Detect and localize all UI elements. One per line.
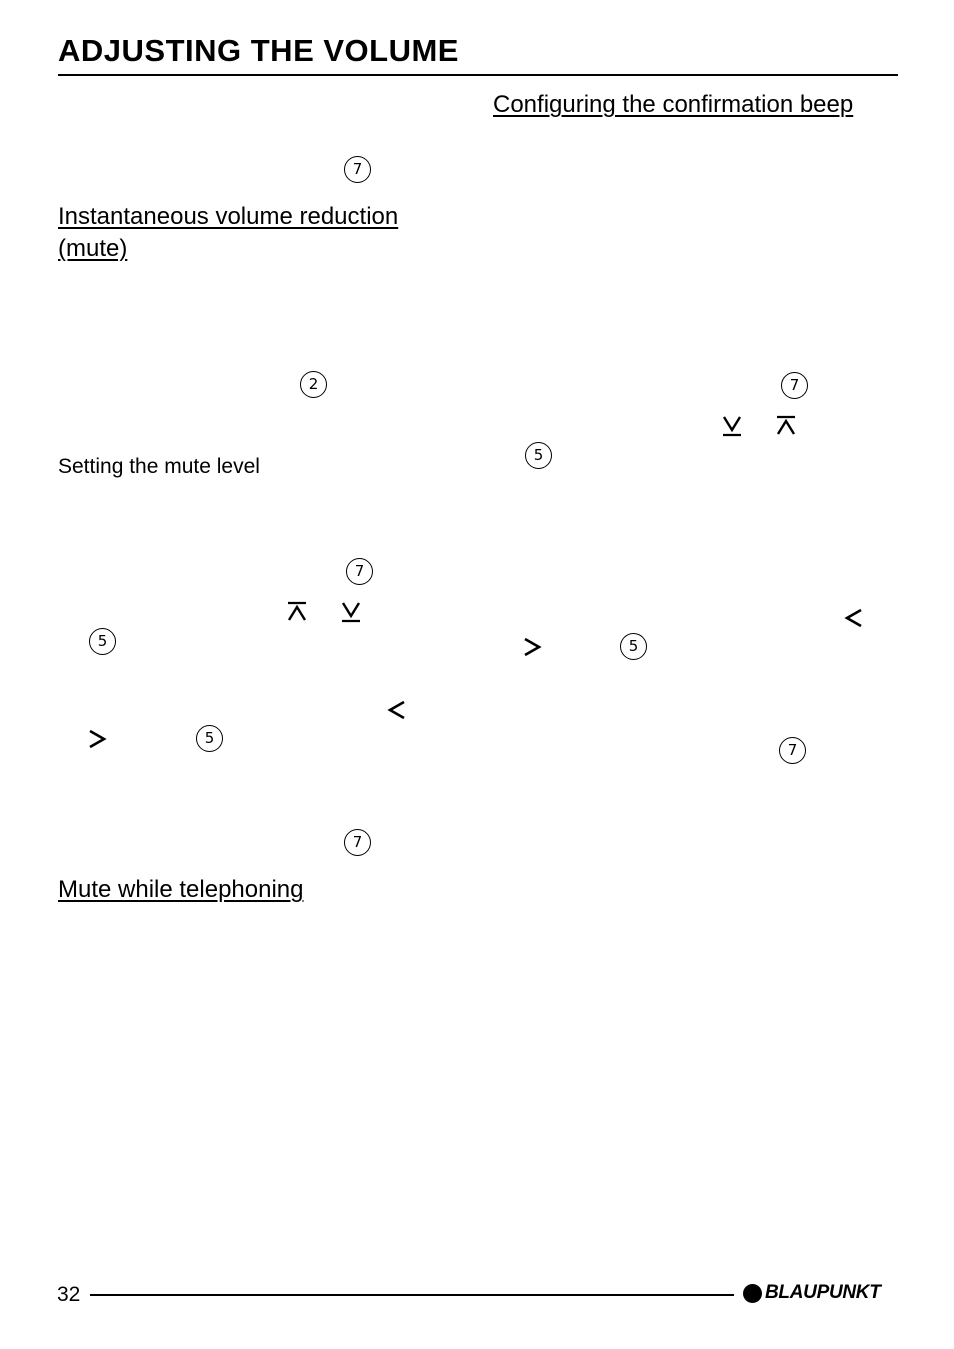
subheading-setting-mute-level: Setting the mute level	[58, 455, 260, 478]
brand-logo: BLAUPUNKT	[743, 1282, 881, 1306]
brand-name: BLAUPUNKT	[765, 1282, 881, 1303]
button-ref-7: 7	[781, 372, 808, 399]
button-ref-5: 5	[89, 628, 116, 655]
arrow-left-icon	[386, 699, 408, 721]
arrow-down-icon	[721, 415, 743, 437]
button-ref-5: 5	[620, 633, 647, 660]
page-title: ADJUSTING THE VOLUME	[58, 33, 459, 68]
heading-configuring-confirmation-beep: Configuring the confirmation beep	[493, 91, 854, 118]
button-ref-2: 2	[300, 371, 327, 398]
arrow-up-icon	[286, 601, 308, 623]
title-divider	[58, 74, 898, 76]
logo-dot-icon	[743, 1283, 762, 1303]
arrow-down-icon	[340, 601, 362, 623]
arrow-up-icon	[775, 415, 797, 437]
arrow-left-icon	[843, 607, 865, 629]
footer-divider	[90, 1294, 734, 1296]
button-ref-7: 7	[344, 829, 371, 856]
arrow-right-icon	[86, 728, 108, 750]
button-ref-7: 7	[346, 558, 373, 585]
page-number: 32	[57, 1283, 81, 1306]
button-ref-7: 7	[344, 156, 371, 183]
button-ref-7: 7	[779, 737, 806, 764]
button-ref-5: 5	[196, 725, 223, 752]
heading-instantaneous-volume-reduction: Instantaneous volume reduction (mute)	[58, 203, 399, 262]
button-ref-5: 5	[525, 442, 552, 469]
heading-mute-while-telephoning: Mute while telephoning	[58, 876, 304, 903]
arrow-right-icon	[521, 636, 543, 658]
